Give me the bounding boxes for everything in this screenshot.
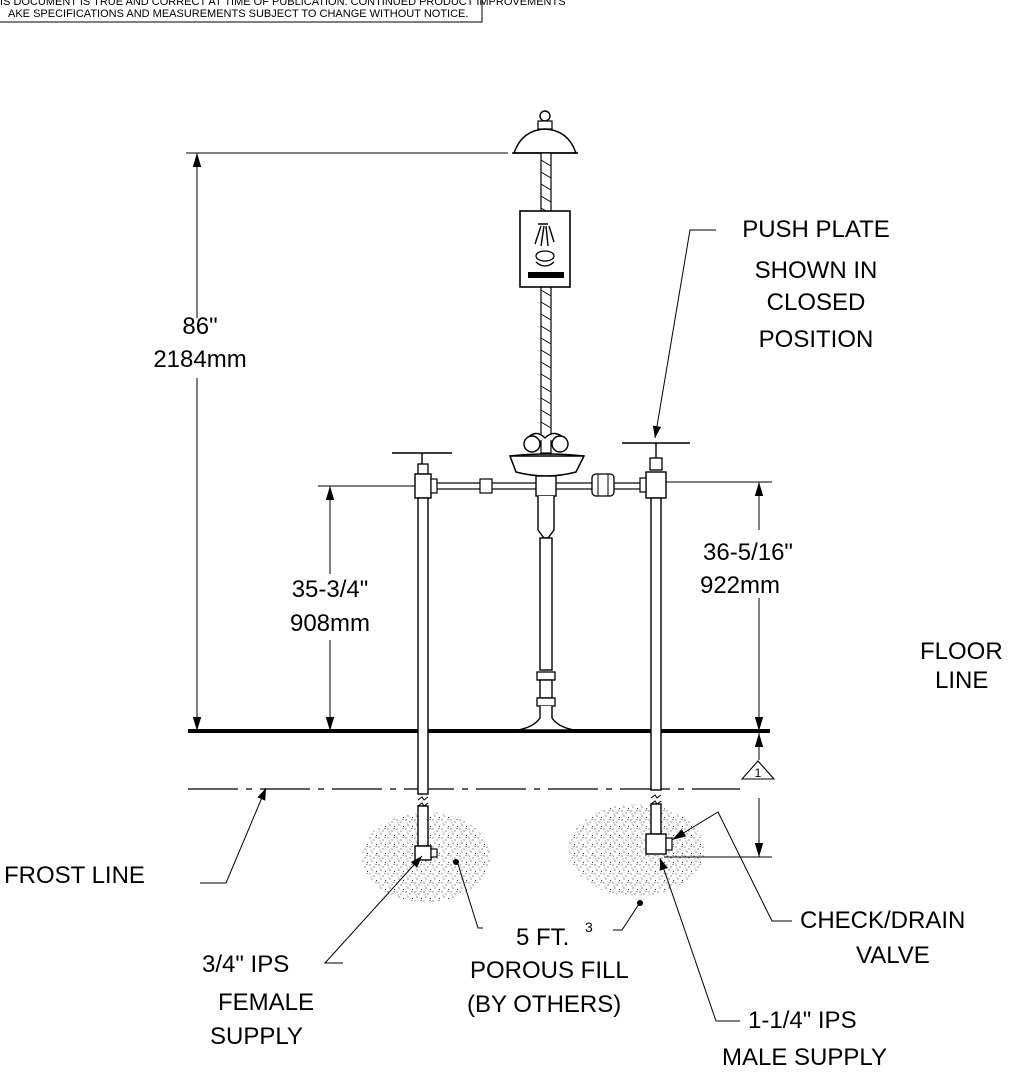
porous-fill-superscript: 3: [585, 919, 593, 935]
dim-overall-mm: 2184mm: [153, 346, 246, 373]
dimension-frost-depth: 1: [664, 733, 778, 858]
porous-fill-right: [568, 804, 704, 896]
shower-head: [512, 110, 578, 154]
porous-fill-line-1: 5 FT.: [516, 924, 569, 951]
note-triangle-number: 1: [755, 766, 762, 780]
dim-left-in: 35-3/4": [292, 576, 369, 603]
frost-line-label: FROST LINE: [4, 862, 145, 889]
callout-frost-line: FROST LINE: [4, 787, 267, 889]
shower-riser: [540, 152, 552, 454]
check-drain-line-2: VALVE: [856, 942, 930, 969]
callout-male-supply: 1-1/4" IPS MALE SUPPLY: [659, 857, 887, 1071]
eyewash-bowl: [508, 432, 586, 477]
dim-left-mm: 908mm: [290, 610, 370, 637]
dimension-right-height: 36-5/16" 922mm: [666, 481, 816, 731]
callout-floor-line: FLOOR LINE: [920, 638, 1003, 694]
porous-fill-line-2: POROUS FILL: [470, 957, 629, 984]
female-supply-line-2: FEMALE: [218, 989, 314, 1016]
callout-check-drain: CHECK/DRAIN VALVE: [671, 811, 965, 969]
dim-right-in: 36-5/16": [703, 539, 793, 566]
push-plate-line-3: CLOSED: [767, 289, 866, 316]
dimension-left-height: 35-3/4" 908mm: [282, 485, 415, 731]
dim-right-mm: 922mm: [700, 572, 780, 599]
left-valve-assembly: [392, 452, 459, 865]
male-supply-line-1: 1-1/4" IPS: [748, 1007, 857, 1034]
disclaimer-box: IS DOCUMENT IS TRUE AND CORRECT AT TIME …: [0, 0, 566, 23]
push-plate-line-4: POSITION: [759, 326, 874, 353]
push-plate-line-2: SHOWN IN: [755, 257, 878, 284]
right-valve-assembly: [622, 442, 690, 906]
emergency-sign: [519, 210, 571, 288]
dimension-overall-height: 86" 2184mm: [150, 152, 508, 731]
female-supply-line-1: 3/4" IPS: [202, 951, 289, 978]
floor-line-label-1: FLOOR: [920, 638, 1003, 665]
callout-porous-fill: 5 FT. 3 POROUS FILL (BY OTHERS): [457, 863, 640, 1018]
callout-push-plate: PUSH PLATE SHOWN IN CLOSED POSITION: [652, 216, 890, 439]
male-supply-line-2: MALE SUPPLY: [722, 1044, 887, 1071]
check-drain-line-1: CHECK/DRAIN: [800, 907, 965, 934]
pedestal: [517, 475, 575, 731]
disclaimer-line-2: AKE SPECIFICATIONS AND MEASUREMENTS SUBJ…: [8, 8, 468, 20]
floor-line-label-2: LINE: [935, 667, 988, 694]
push-plate-line-1: PUSH PLATE: [742, 216, 890, 243]
porous-fill-line-3: (BY OTHERS): [467, 991, 621, 1018]
disclaimer-line-1: IS DOCUMENT IS TRUE AND CORRECT AT TIME …: [0, 0, 566, 8]
female-supply-line-3: SUPPLY: [210, 1023, 303, 1050]
dim-overall-in: 86": [182, 313, 217, 340]
callout-female-supply: 3/4" IPS FEMALE SUPPLY: [202, 855, 423, 1050]
